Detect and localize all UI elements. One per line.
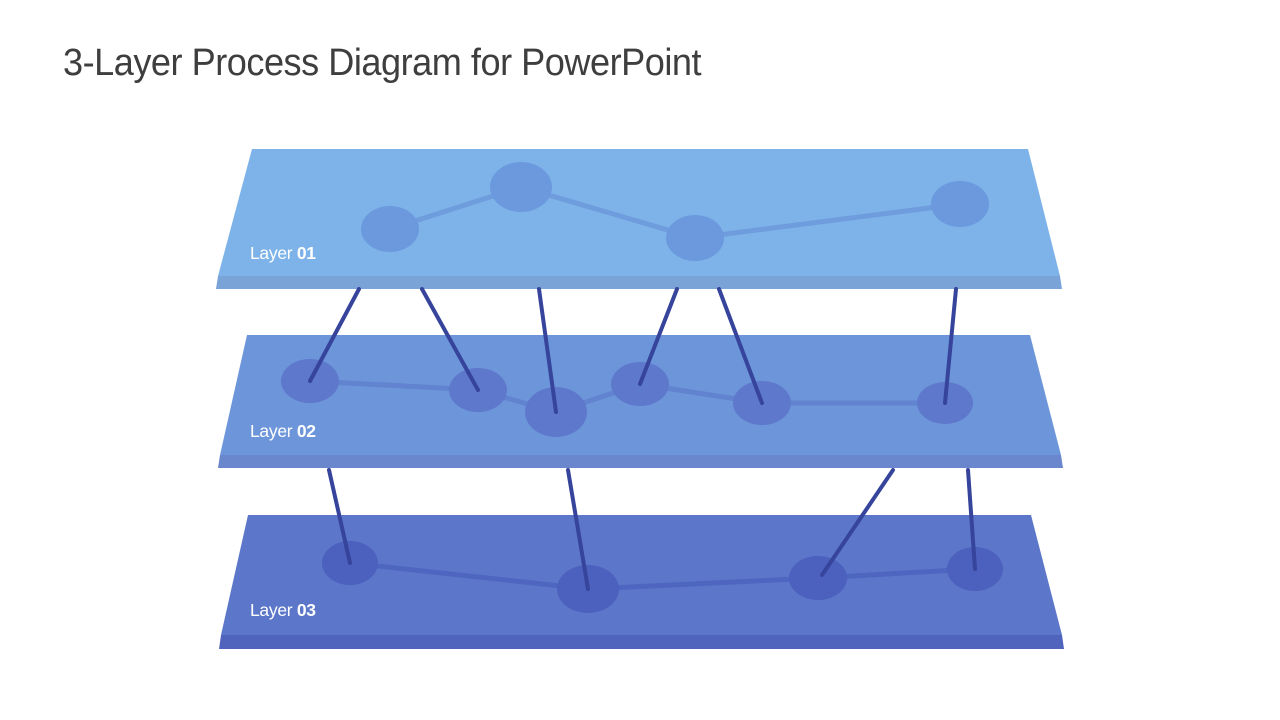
inter-layer-connector: [638, 287, 679, 386]
inter-layer-connector: [820, 468, 895, 577]
inter-layer-connector: [420, 287, 480, 392]
layer-01-process-node: [931, 181, 989, 227]
layer-01-node-link-line: [389, 184, 961, 241]
layer-03-process-node: [789, 556, 847, 600]
layer-01-process-node: [361, 206, 419, 252]
inter-layer-connector: [943, 287, 958, 405]
layer-01-plane: [218, 149, 1060, 276]
layer-03-plane: [221, 515, 1062, 635]
layer-03-label: Layer 03: [250, 600, 316, 620]
slide-title: 3-Layer Process Diagram for PowerPoint: [63, 42, 702, 84]
layer-01-group: Layer 01: [216, 149, 1062, 289]
inter-layer-connector: [717, 287, 764, 405]
inter-layer-connector: [308, 287, 361, 383]
layer-01-process-node: [490, 162, 552, 212]
layer-01-front-edge: [216, 276, 1062, 289]
layer-01-process-node: [666, 215, 724, 261]
layer-02-group: Layer 02: [218, 335, 1063, 468]
inter-layer-connector: [566, 468, 590, 591]
layer-03-node-link-line: [349, 560, 976, 592]
layer-02-front-edge: [218, 455, 1063, 468]
inter-layer-connector: [966, 468, 977, 571]
layer-01-label: Layer 01: [250, 243, 316, 263]
inter-layer-connector: [537, 287, 558, 414]
layer-02-label: Layer 02: [250, 421, 316, 441]
inter-layer-connector: [327, 468, 352, 565]
layer-03-front-edge: [219, 635, 1064, 649]
